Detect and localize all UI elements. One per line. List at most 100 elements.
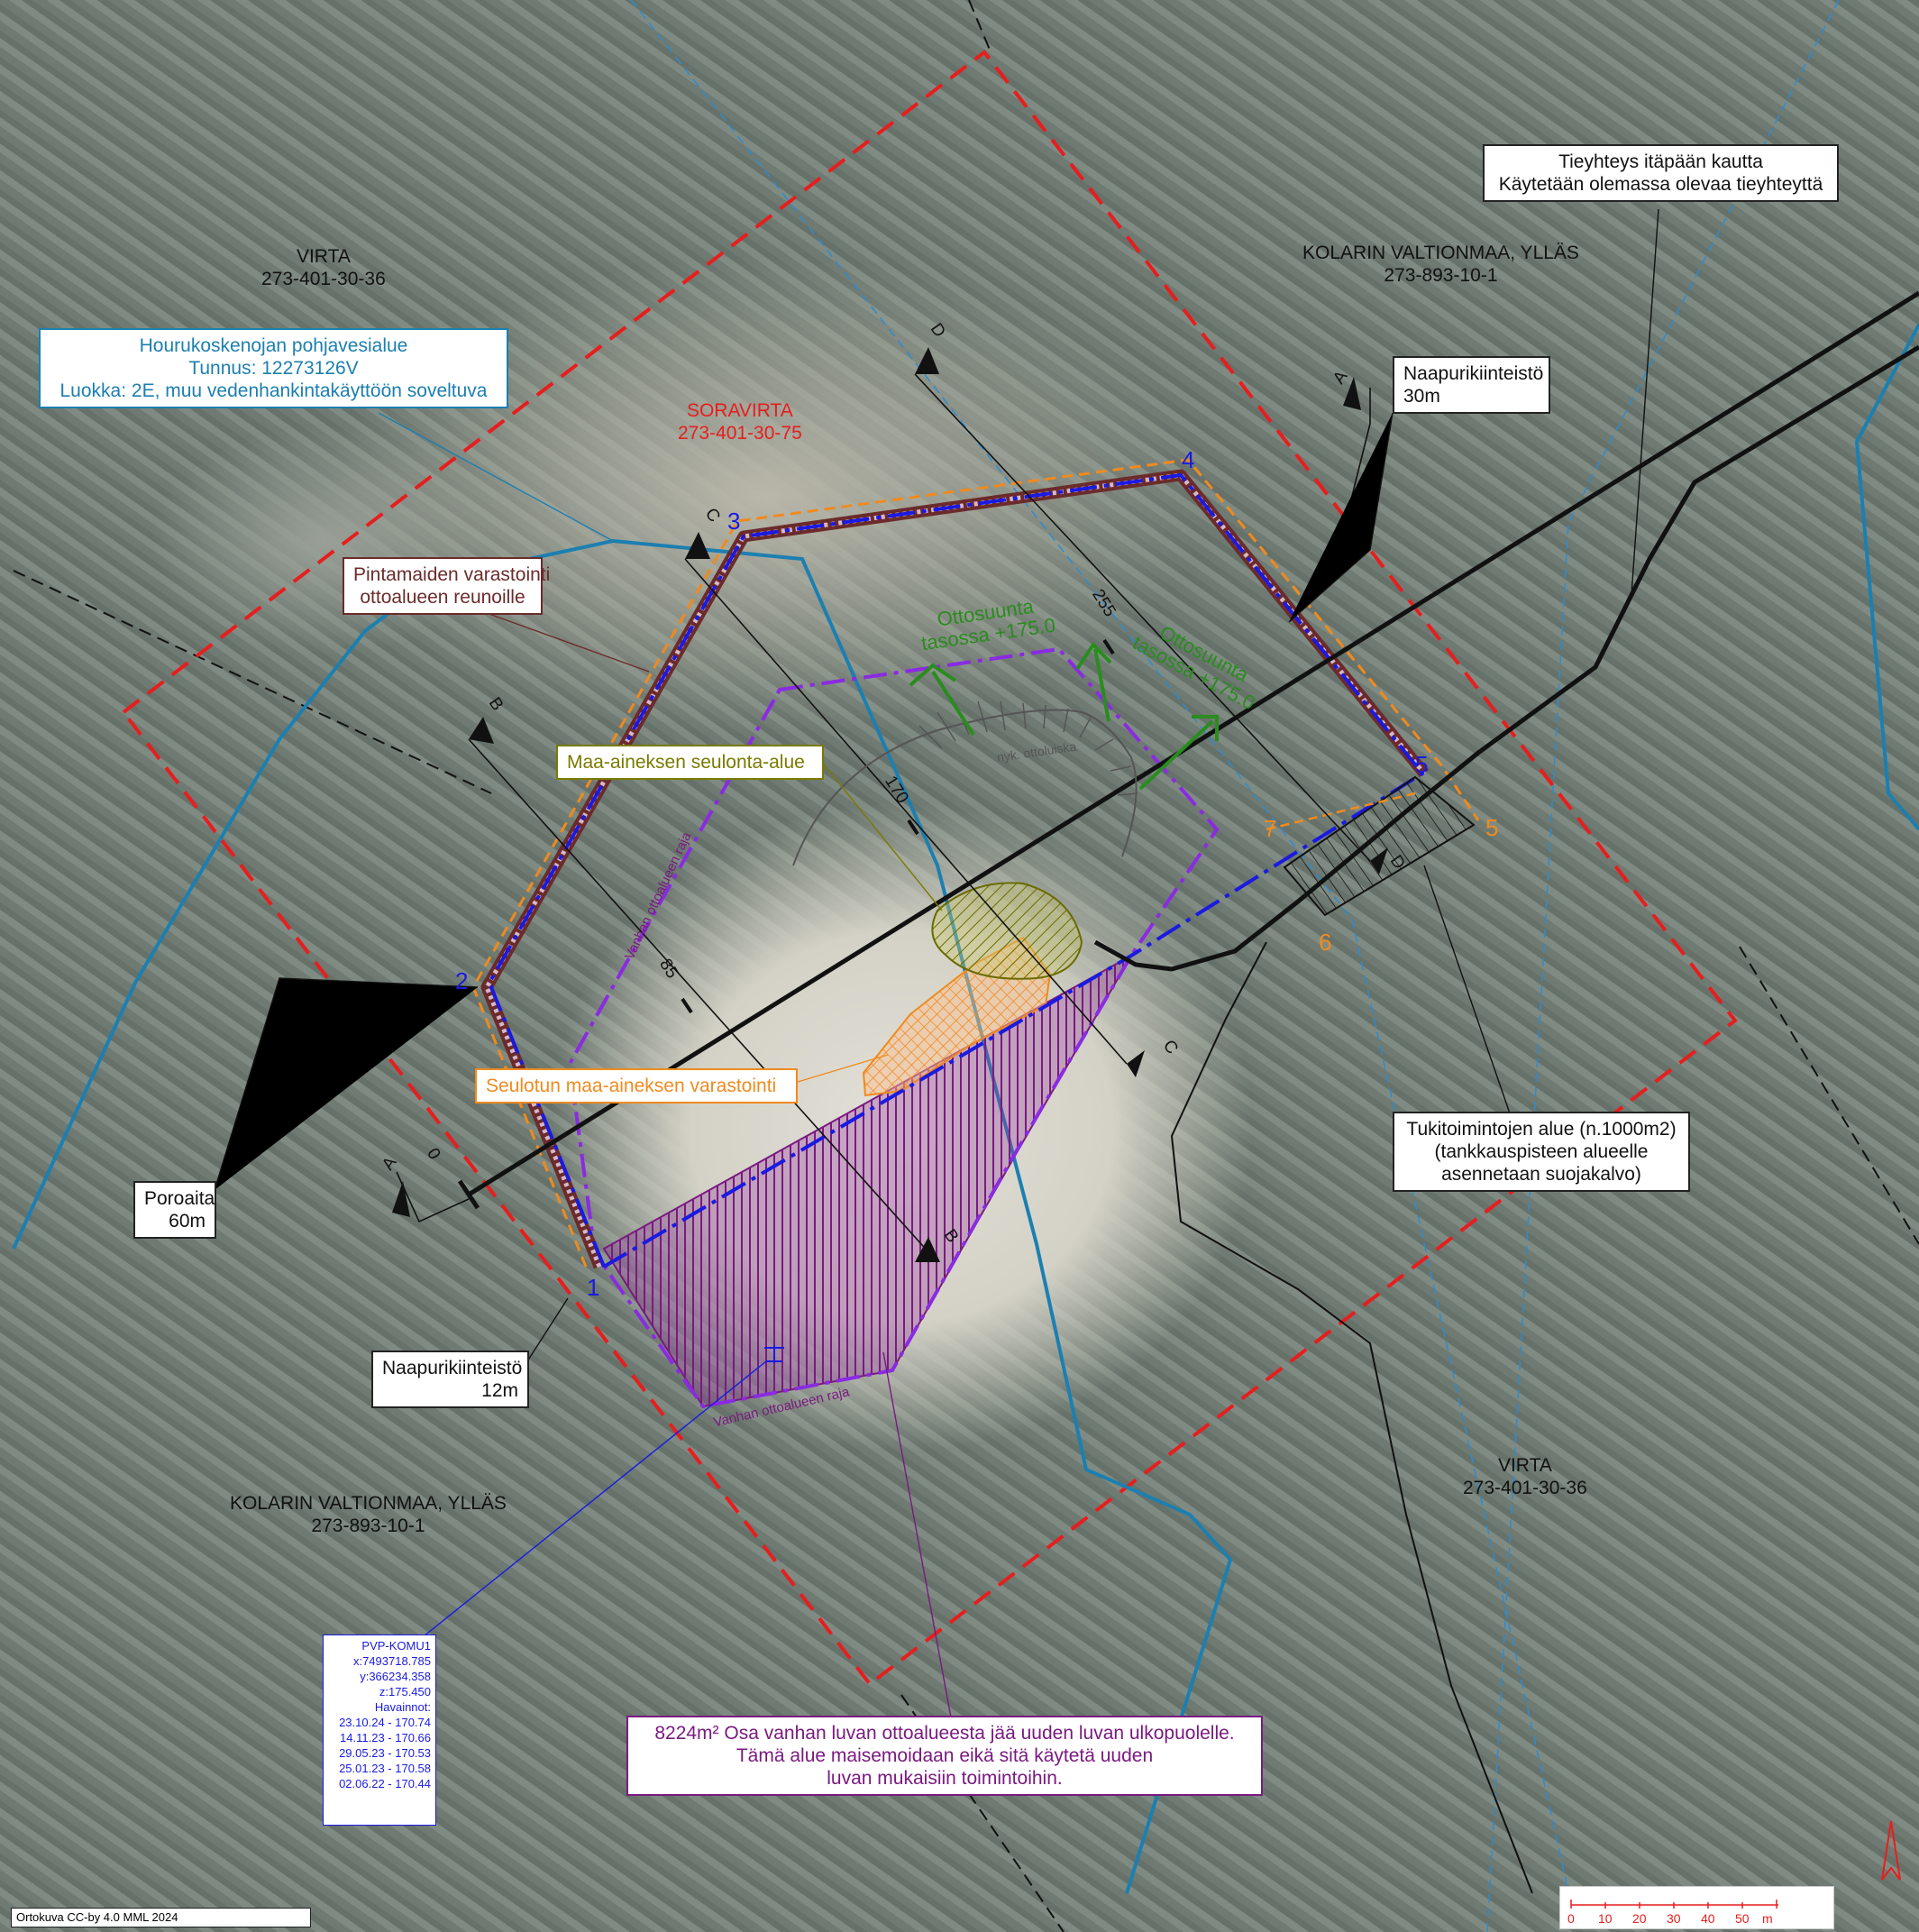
parcel-virta-nw: VIRTA 273-401-30-36	[261, 245, 386, 290]
section-line-b	[468, 738, 938, 1263]
parcel-kolari-sw: KOLARIN VALTIONMAA, YLLÄS 273-893-10-1	[230, 1492, 507, 1537]
current-extraction-face	[792, 709, 1138, 866]
topsoil-storage-label: Pintamaiden varastointi ottoalueen reuno…	[343, 557, 551, 615]
leader-groundwater	[378, 412, 614, 542]
road-connection-line1: Tieyhteys itäpään kautta	[1558, 151, 1763, 172]
road-connection-label: Tieyhteys itäpään kautta Käytetään olema…	[1483, 144, 1839, 202]
section-line-d	[914, 373, 1371, 862]
screening-area-text: Maa-aineksen seulonta-alue	[567, 752, 805, 773]
section-line-a	[467, 290, 1919, 1197]
leader-topsoil	[486, 612, 650, 673]
section-arrow-c-start	[685, 532, 710, 559]
groundwater-boundary	[12, 538, 1233, 1894]
pvp-obs-4: 25.01.23 - 170.58	[339, 1762, 431, 1775]
screening-area-label: Maa-aineksen seulonta-alue	[556, 745, 824, 780]
old-area-note: 8224m² Osa vanhan luvan ottoalueesta jää…	[626, 1716, 1263, 1796]
extraction-arrow-2	[1075, 641, 1112, 722]
pvp-title: PVP-KOMU1	[361, 1639, 431, 1653]
point-1: 1	[587, 1274, 600, 1301]
new-extraction-boundary	[488, 473, 1424, 1268]
reindeer-fence-line1: Poroaita	[144, 1188, 215, 1209]
screening-area	[931, 882, 1083, 980]
pvp-obs-title: Havainnot:	[374, 1700, 431, 1714]
section-line-a-tick-255	[1102, 638, 1115, 655]
pvp-well-box: PVP-KOMU1 x:7493718.785 y:366234.358 z:1…	[323, 1634, 436, 1826]
scale-bar-graphic	[1570, 1900, 1778, 1909]
blue-dashed-line-2	[1486, 0, 1840, 1932]
road-connection-line2: Käytetään olemassa olevaa tieyhteyttä	[1498, 174, 1823, 195]
extraction-arrow-1	[909, 663, 975, 737]
support-area-line3: asennetaan suojakalvo)	[1441, 1164, 1641, 1185]
neighbor-ne-line1: Naapurikiinteistö	[1403, 363, 1544, 384]
leader-screened-storage	[797, 1054, 889, 1083]
groundwater-boundary-east	[1854, 324, 1919, 831]
pvp-x: x:7493718.785	[352, 1654, 431, 1668]
support-area-line2: (tankkauspisteen alueelle	[1434, 1141, 1649, 1162]
neighbor-sw-line2: 12m	[481, 1380, 518, 1401]
section-line-a-tick-85	[681, 997, 693, 1014]
leader-neighbor-ne	[1288, 412, 1394, 623]
pvp-well-icon	[764, 1345, 784, 1363]
point-5-blue: 5	[1415, 751, 1429, 778]
point-7: 7	[1264, 815, 1277, 842]
support-area-line1: Tukitoimintojen alue (n.1000m2)	[1406, 1119, 1677, 1140]
scale-tick-50: 50	[1735, 1911, 1750, 1926]
section-arrow-b-start	[469, 717, 494, 744]
pvp-obs-3: 29.05.23 - 170.53	[339, 1746, 431, 1760]
old-area-note-line2: Tämä alue maisemoidaan eikä sitä käytetä…	[736, 1745, 1154, 1766]
point-6: 6	[1319, 929, 1332, 956]
section-line-a-tick-170	[907, 819, 919, 836]
parcel-virta-nw-id: 273-401-30-36	[261, 269, 386, 289]
point-3: 3	[727, 508, 741, 535]
section-arrow-c-end	[1127, 1050, 1145, 1077]
pvp-obs-1: 23.10.24 - 170.74	[339, 1716, 431, 1729]
pvp-obs-5: 02.06.22 - 170.44	[339, 1777, 431, 1790]
section-line-a-tick-0	[457, 1179, 480, 1210]
existing-road	[1093, 344, 1919, 972]
topsoil-storage-line1: Pintamaiden varastointi	[353, 564, 551, 585]
leader-pvp	[423, 1360, 767, 1637]
neighbor-ne-line2: 30m	[1403, 386, 1440, 407]
topsoil-storage-line2: ottoalueen reunoille	[360, 587, 525, 608]
permit-area-boundary	[121, 50, 1738, 1687]
screened-storage-label: Seulotun maa-aineksen varastointi	[475, 1068, 798, 1103]
dirt-road	[1170, 941, 1533, 1894]
parcel-kolari-ne: KOLARIN VALTIONMAA, YLLÄS 273-893-10-1	[1302, 242, 1579, 287]
scale-bar-line	[1570, 1900, 1778, 1909]
ortho-credit: Ortokuva CC-by 4.0 MML 2024	[11, 1908, 311, 1927]
point-2: 2	[455, 967, 469, 994]
parcel-soravirta: SORAVIRTA 273-401-30-75	[678, 399, 802, 444]
reindeer-fence-line2: 60m	[169, 1211, 206, 1232]
property-line-north	[968, 0, 992, 55]
pvp-obs-2: 14.11.23 - 170.66	[340, 1731, 431, 1744]
groundwater-name: Hourukoskenojan pohjavesialue	[139, 335, 408, 356]
neighbor-sw-label: Naapurikiinteistö 12m	[371, 1351, 529, 1408]
support-area-label: Tukitoimintojen alue (n.1000m2) (tankkau…	[1393, 1112, 1690, 1192]
parcel-kolari-sw-name: KOLARIN VALTIONMAA, YLLÄS	[230, 1493, 507, 1514]
leader-support	[1423, 865, 1511, 1114]
reindeer-fence-label: Poroaita 60m	[133, 1181, 216, 1239]
parcel-kolari-sw-id: 273-893-10-1	[311, 1515, 425, 1536]
leader-road	[1631, 208, 1659, 596]
section-arrow-d-end	[1370, 847, 1388, 874]
pvp-z: z:175.450	[379, 1685, 431, 1699]
parcel-virta-se: VIRTA 273-401-30-36	[1463, 1454, 1587, 1499]
leader-old-area	[882, 1351, 952, 1718]
screened-storage-text: Seulotun maa-aineksen varastointi	[486, 1076, 777, 1096]
parcel-soravirta-name: SORAVIRTA	[686, 400, 793, 421]
groundwater-code: Tunnus: 12273126V	[188, 358, 359, 379]
section-arrow-a-end	[1343, 377, 1361, 410]
extraction-arrow-3	[1138, 715, 1219, 791]
leader-fence	[214, 977, 479, 1191]
scale-tick-10: 10	[1598, 1911, 1613, 1926]
support-area-edge	[1266, 792, 1416, 831]
scale-tick-0: 0	[1567, 1911, 1575, 1926]
leader-neighbor-sw	[526, 1297, 569, 1362]
groundwater-label: Hourukoskenojan pohjavesialue Tunnus: 12…	[39, 328, 508, 408]
neighbor-ne-label: Naapurikiinteistö 30m	[1393, 356, 1550, 414]
scale-tick-20: 20	[1632, 1911, 1647, 1926]
scale-tick-40: 40	[1701, 1911, 1715, 1926]
old-area-note-line3: luvan mukaisiin toimintoihin.	[827, 1768, 1063, 1789]
parcel-kolari-ne-id: 273-893-10-1	[1384, 265, 1498, 286]
